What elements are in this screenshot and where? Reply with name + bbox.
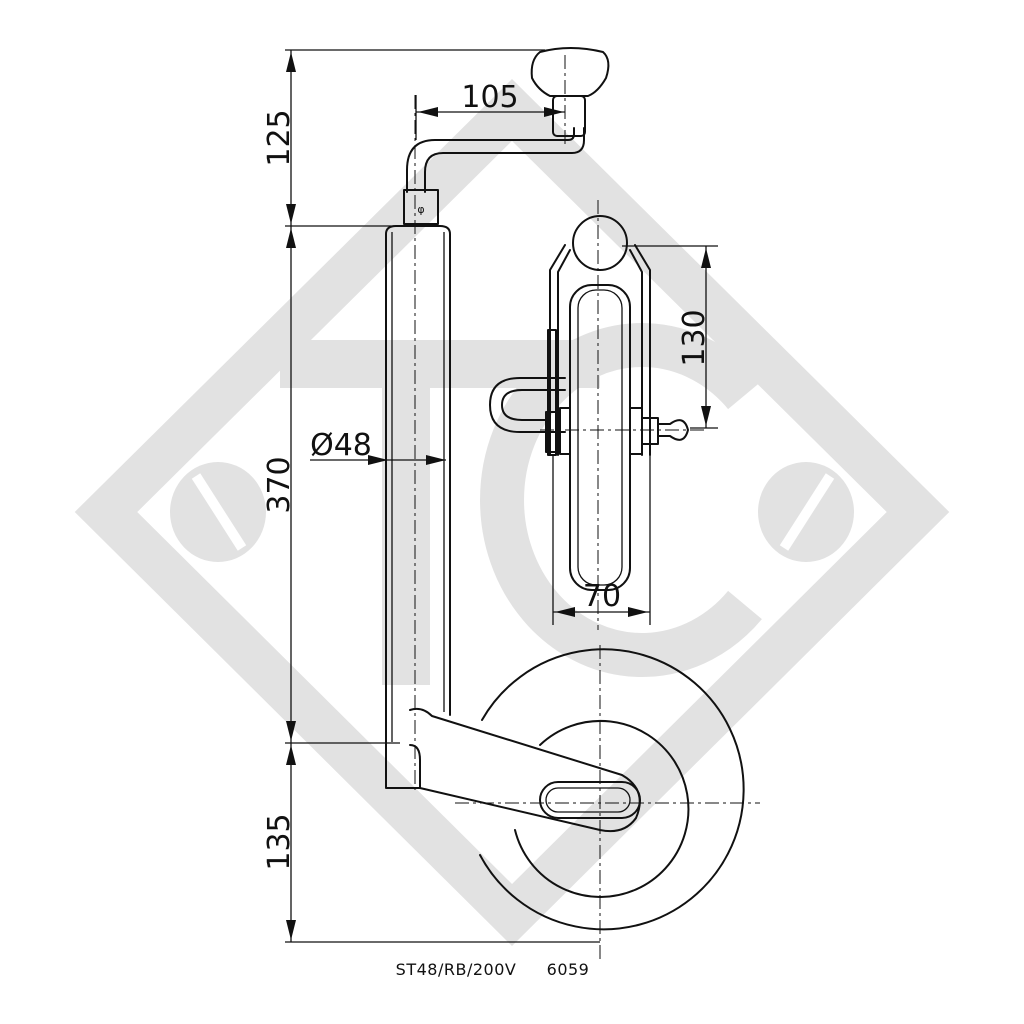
tube-outline (385, 225, 451, 746)
clamp-u-bolt (489, 377, 566, 433)
dim-label-48: Ø48 (310, 428, 372, 463)
axle-washer-right (629, 407, 643, 455)
centerlines (414, 55, 760, 960)
arrow-370-bottom (286, 721, 296, 741)
tube-marker: φ (417, 203, 424, 216)
axle-washer-left (559, 407, 571, 455)
dimension-labels: 125 105 370 Ø48 130 70 135 (262, 80, 712, 871)
wheel-rim (514, 720, 690, 898)
clamp-plate (547, 329, 557, 456)
arrow-48-left (368, 455, 388, 465)
crank-knob (530, 47, 610, 97)
crank-handle: φ (403, 47, 610, 225)
caption-number: 6059 (547, 960, 590, 979)
watermark-diamond-outer (74, 79, 950, 946)
crank-arm (406, 127, 585, 193)
axle-nut-right (641, 417, 659, 445)
wheel-fork (385, 707, 641, 833)
arrow-135-bottom (286, 920, 296, 940)
wheel-tyre-outer (479, 648, 745, 931)
arrow-105-right (544, 107, 564, 117)
caption-model: ST48/RB/200V (396, 960, 517, 979)
arrow-105-left (418, 107, 438, 117)
arrow-70-right (628, 607, 648, 617)
axle-slot (539, 781, 641, 819)
wheel-side-view (489, 215, 705, 591)
arrow-135-top (286, 745, 296, 765)
dim-label-135: 135 (262, 813, 297, 870)
dim-label-125: 125 (262, 109, 297, 166)
side-fork-outer (549, 244, 651, 456)
wheel-front-view (479, 648, 745, 931)
side-tube-section (572, 215, 628, 271)
watermark-right-slash (779, 473, 835, 551)
dim-label-370: 370 (262, 456, 297, 513)
side-wheel-rim (577, 289, 623, 586)
crank-knob-neck (552, 95, 586, 137)
dim-label-105: 105 (461, 80, 518, 115)
dim-label-70: 70 (583, 579, 621, 614)
main-tube (385, 225, 451, 746)
caption: ST48/RB/200V 6059 (396, 960, 590, 979)
arrow-70-left (555, 607, 575, 617)
watermark (74, 79, 950, 946)
watermark-left-slash (191, 473, 247, 551)
arrow-130-top (701, 248, 711, 268)
arrow-125-top (286, 52, 296, 72)
watermark-c-arc (480, 323, 762, 677)
axle-pin (657, 419, 689, 441)
axle-slot-inner (545, 787, 631, 813)
dim-label-130: 130 (677, 309, 712, 366)
arrow-48-right (426, 455, 446, 465)
side-fork-inner (557, 249, 643, 456)
arrow-125-bottom (286, 204, 296, 224)
arrow-130-bottom (701, 406, 711, 426)
dimension-lines (285, 49, 718, 943)
crank-coupling (403, 189, 439, 225)
arrow-370-top (286, 228, 296, 248)
watermark-t-stem (382, 340, 430, 685)
